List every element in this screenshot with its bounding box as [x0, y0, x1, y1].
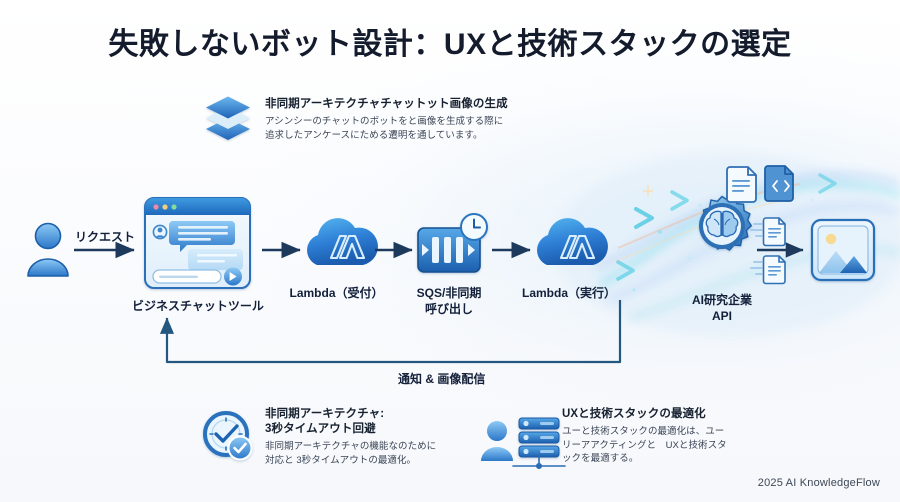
label-request: リクエスト	[75, 230, 136, 244]
annotation-ux-heading: UXと技術スタックの最適化	[562, 408, 706, 420]
annotation-async-heading: 非同期アーキテクチャ: 3秒タイムアウト回避	[265, 408, 385, 435]
doc-icon-text	[726, 166, 757, 203]
label-feedback: 通知 & 画像配信	[398, 372, 486, 386]
page-title: 失敗しないボット設計：UXと技術スタックの選定	[108, 28, 792, 61]
annotation-top: 非同期アーキテクチャチャットット画像の生成 アシンシーのチャットのボットをと画像…	[203, 96, 508, 142]
node-user	[27, 222, 69, 277]
annotation-top-body: アシンシーのチャットのボットをと画像を生成する際に 追求したアンケースにためる遷…	[265, 116, 504, 141]
doc-icon-out-1	[750, 217, 786, 247]
label-lambda-exec: Lambda（実行）	[521, 286, 616, 300]
annotation-ux: UXと技術スタックの最適化 ユーと技術スタックの最適化は、ユー リーアアクティン…	[480, 406, 727, 466]
node-image-output	[810, 218, 876, 282]
footer-credit: 2025 AI KnowledgeFlow	[757, 477, 880, 489]
label-lambda-recv: Lambda（受付）	[289, 286, 384, 300]
node-chat-window	[144, 197, 251, 289]
doc-icon-out-2	[750, 255, 786, 285]
node-lambda-recv	[307, 218, 378, 265]
doc-icon-code	[764, 165, 794, 202]
label-sqs: SQS/非同期 呼び出し	[416, 286, 482, 316]
annotation-async: 非同期アーキテクチャ: 3秒タイムアウト回避 非同期アーキテクチャの機能なのため…	[200, 406, 436, 467]
annotation-async-body: 非同期アーキテクチャの機能なのために 対応と 3秒タイムアウトの最適化。	[265, 441, 437, 466]
label-chat-tool: ビジネスチャットツール	[132, 299, 264, 313]
annotation-top-heading: 非同期アーキテクチャチャットット画像の生成	[265, 98, 508, 110]
node-lambda-exec	[537, 218, 608, 265]
label-ai-api: AI研究企業 API	[691, 293, 752, 323]
node-ai-gear-brain	[699, 195, 752, 251]
node-sqs-queue	[417, 213, 488, 273]
annotation-ux-body: ユーと技術スタックの最適化は、ユー リーアアクティングと UXと技術スタ ックを…	[562, 426, 727, 464]
